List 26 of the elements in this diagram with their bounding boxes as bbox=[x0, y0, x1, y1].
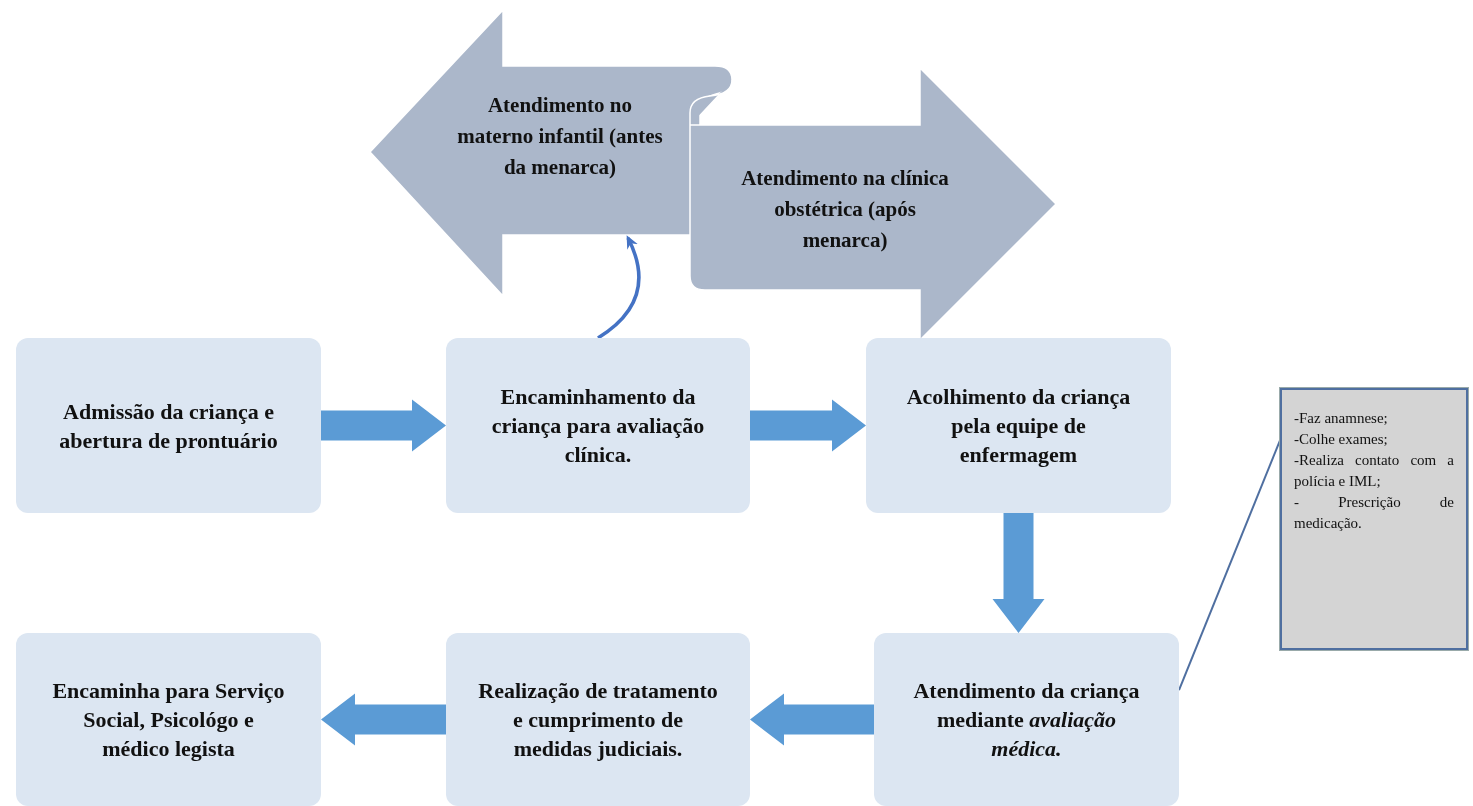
process-box bbox=[874, 633, 1179, 806]
note-text: - Prescrição de medicação. bbox=[1294, 493, 1454, 533]
note-text: -Colhe exames; bbox=[1294, 430, 1389, 449]
block-arrow bbox=[321, 399, 446, 452]
box-text: Realização de tratamento e cumprimento de medidas judiciais. bbox=[478, 677, 718, 763]
process-box bbox=[446, 338, 750, 513]
leader-line bbox=[1178, 439, 1281, 692]
process-box bbox=[866, 338, 1171, 513]
block-arrow bbox=[992, 513, 1045, 633]
process-box bbox=[446, 633, 750, 806]
process-box bbox=[16, 633, 321, 806]
block-arrow bbox=[321, 693, 446, 746]
box-text: Acolhimento da criança pela equipe de enfermagem bbox=[905, 383, 1132, 469]
note-text: -Realiza contato com a polícia e IML; bbox=[1294, 451, 1454, 491]
block-arrow bbox=[750, 693, 874, 746]
box-text: Encaminhamento da criança para avaliação clínica. bbox=[490, 383, 706, 469]
note-text: -Faz anamnese; bbox=[1294, 409, 1389, 428]
box-text: Encaminha para Serviço Social, Psicológo e médico legista bbox=[51, 677, 286, 763]
arrow-text: Atendimento na clínica obstétrica (após menarca) bbox=[740, 165, 950, 254]
process-box bbox=[16, 338, 321, 513]
block-arrow bbox=[750, 399, 866, 452]
curved-arrow bbox=[597, 235, 641, 340]
box-text: Atendimento da criança mediante avaliação médica. bbox=[912, 677, 1141, 763]
box-text: Admissão da criança e abertura de prontuário bbox=[58, 397, 279, 455]
note-box bbox=[1280, 388, 1468, 650]
arrow-text: Atendimento no materno infantil (antes da menarca) bbox=[456, 92, 664, 181]
